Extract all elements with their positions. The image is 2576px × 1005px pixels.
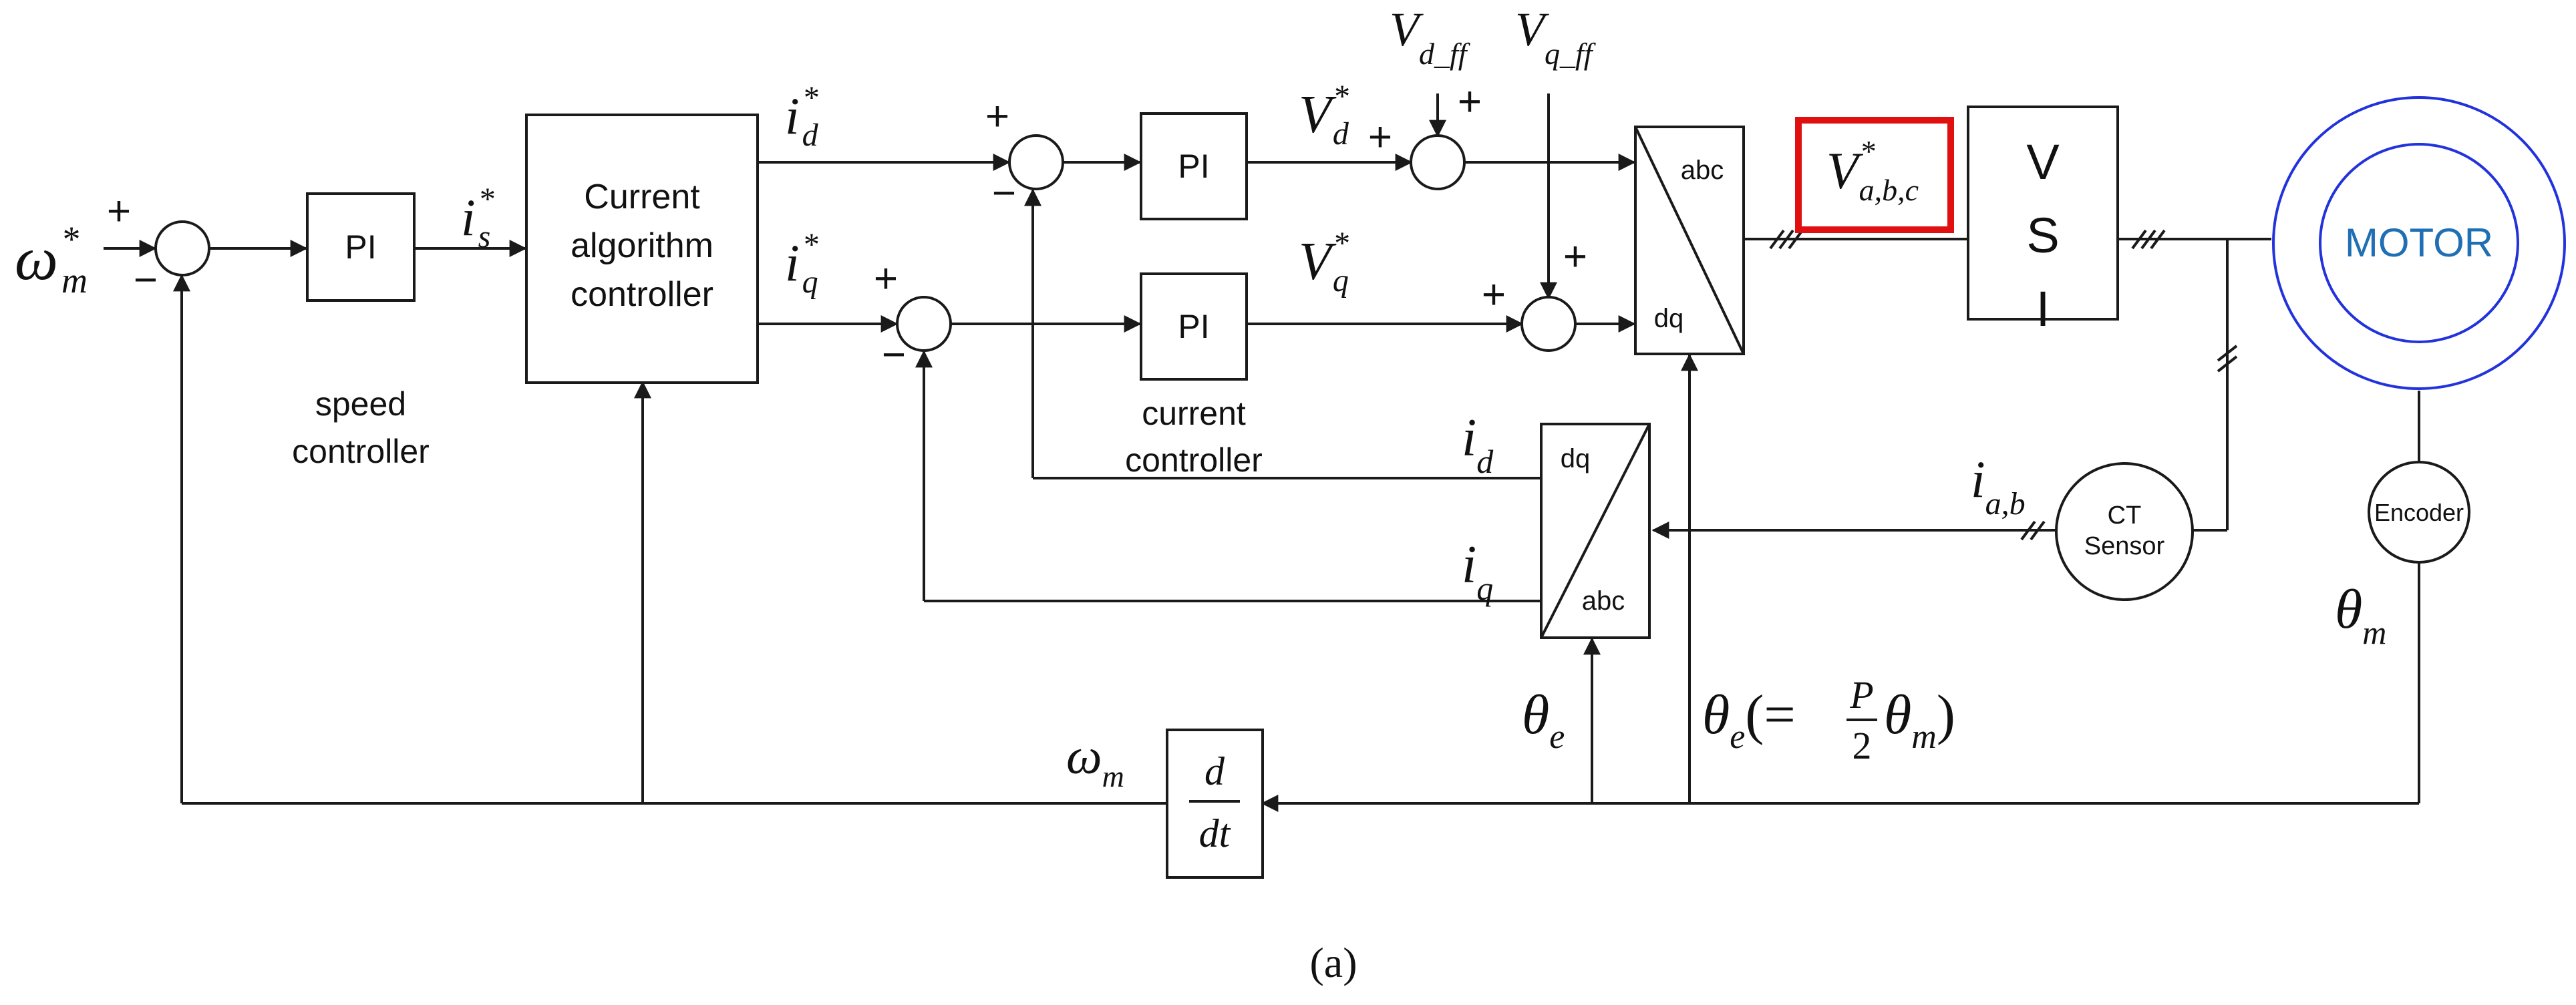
motor-label: MOTOR bbox=[2345, 220, 2493, 265]
vd-feedforward-summing-junction bbox=[1410, 134, 1466, 190]
svg-text:2: 2 bbox=[1853, 724, 1872, 767]
vd-ff-label: Vd_ff bbox=[1390, 3, 1471, 71]
q-sum-minus: − bbox=[882, 332, 906, 378]
signal-wires bbox=[104, 93, 2420, 812]
d-current-pi-block: PI bbox=[1140, 112, 1248, 220]
derivative-numerator: d bbox=[1204, 749, 1225, 793]
id-feedback-label: id bbox=[1462, 409, 1494, 480]
speed-pi-block: PI bbox=[306, 192, 416, 302]
vsi-letter-v: V bbox=[2026, 134, 2060, 190]
figure-caption: (a) bbox=[1309, 939, 1357, 986]
svg-text:θe(=: θe(= bbox=[1702, 684, 1796, 756]
abc-to-dq-transform-block: dq abc bbox=[1540, 423, 1651, 639]
current-controller-line2: controller bbox=[1125, 441, 1263, 479]
speed-controller-line2: controller bbox=[292, 433, 430, 470]
iq-ref-label: i*q bbox=[785, 227, 818, 300]
current-algorithm-line2: algorithm bbox=[571, 226, 713, 265]
d-pi-label: PI bbox=[1178, 148, 1209, 185]
speed-pi-label: PI bbox=[345, 228, 376, 266]
current-algorithm-line1: Current bbox=[584, 178, 700, 216]
current-algorithm-line3: controller bbox=[571, 275, 713, 314]
theta-e-equation-label: θe(= P 2 θm) bbox=[1702, 673, 1955, 767]
iab-label: ia,b bbox=[1971, 450, 2026, 522]
q-pi-label: PI bbox=[1178, 308, 1209, 345]
d-current-summing-junction bbox=[1008, 134, 1064, 190]
abc-dq-top-label: dq bbox=[1561, 444, 1591, 473]
ct-sensor-block: CT Sensor bbox=[2055, 462, 2194, 601]
id-ref-label: i*d bbox=[785, 80, 819, 153]
q-current-summing-junction bbox=[896, 296, 952, 352]
vq-sum-plus-top: + bbox=[1563, 234, 1587, 280]
speed-sum-plus: + bbox=[107, 188, 131, 234]
iq-feedback-label: iq bbox=[1462, 536, 1493, 607]
abc-dq-bottom-label: abc bbox=[1582, 586, 1625, 616]
three-phase-marks bbox=[1769, 229, 2238, 541]
speed-summing-junction bbox=[154, 220, 210, 276]
omega-ref-label: ω*m bbox=[15, 219, 88, 300]
svg-text:P: P bbox=[1849, 673, 1873, 717]
ct-sensor-line2: Sensor bbox=[2084, 532, 2165, 560]
d-sum-minus: − bbox=[992, 170, 1016, 216]
theta-m-label: θm bbox=[2335, 578, 2386, 651]
is-ref-label: i*s bbox=[461, 182, 494, 254]
vq-feedforward-summing-junction bbox=[1520, 296, 1577, 352]
encoder-label: Encoder bbox=[2374, 499, 2464, 526]
derivative-block: d dt bbox=[1166, 729, 1264, 879]
speed-sum-minus: − bbox=[134, 257, 158, 303]
vsi-letter-s: S bbox=[2026, 208, 2059, 263]
vd-sum-plus-left: + bbox=[1368, 114, 1392, 160]
vq-ref-label: V*q bbox=[1299, 226, 1349, 298]
vq-sum-plus-left: + bbox=[1482, 272, 1506, 318]
vd-ref-label: V*d bbox=[1299, 79, 1349, 152]
dq-abc-bottom-label: dq bbox=[1654, 304, 1684, 333]
motor-block: MOTOR bbox=[2272, 96, 2566, 390]
d-sum-plus: + bbox=[985, 93, 1009, 140]
derivative-denominator: dt bbox=[1199, 811, 1231, 855]
q-sum-plus: + bbox=[874, 256, 898, 302]
theta-e-label: θe bbox=[1522, 684, 1565, 756]
speed-controller-line1: speed bbox=[315, 385, 406, 423]
omega-m-feedback-label: ωm bbox=[1066, 729, 1124, 793]
vabc-highlight-box bbox=[1795, 117, 1954, 233]
q-current-pi-block: PI bbox=[1140, 272, 1248, 381]
current-algorithm-controller-block: Current algorithm controller bbox=[525, 114, 759, 384]
ct-sensor-line1: CT bbox=[2108, 501, 2142, 530]
vd-sum-plus-top: + bbox=[1458, 79, 1482, 125]
vsi-letter-i: I bbox=[2036, 281, 2050, 337]
vq-ff-label: Vq_ff bbox=[1515, 3, 1597, 71]
dq-abc-top-label: abc bbox=[1681, 156, 1724, 185]
svg-text:θm): θm) bbox=[1884, 684, 1955, 756]
vabc-ref-label: V*a,b,c bbox=[1826, 134, 1919, 207]
dq-to-abc-transform-block: abc dq bbox=[1634, 126, 1745, 355]
encoder-block: Encoder bbox=[2368, 461, 2470, 564]
vsi-inverter-block: V S I bbox=[1967, 106, 2119, 337]
current-controller-line1: current bbox=[1142, 395, 1246, 432]
